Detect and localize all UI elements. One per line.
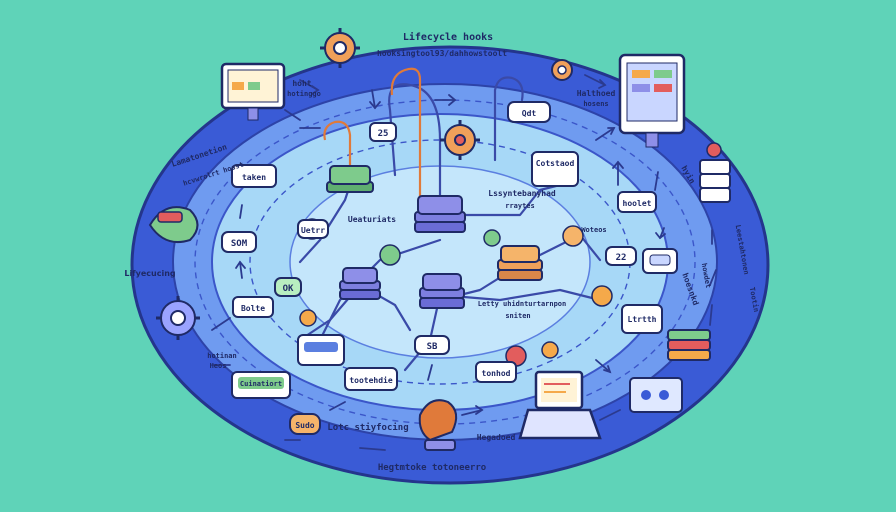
monitor-icon [220,62,286,121]
conn-5 [438,183,562,217]
conn-2 [390,67,422,210]
dot [591,285,613,307]
token-card: Cuinatiort [231,371,291,399]
token-card: SB [414,335,450,355]
center-sub-label-2: rraytes [505,202,535,210]
right-top-label: Halthoed [577,89,616,98]
bottom-main-label: Hegtmtoke totoneerro [378,463,486,473]
token-card: Ltrtth [621,304,663,334]
token-text: SOM [231,239,248,249]
conn-4 [323,120,352,170]
dot [483,229,501,247]
token-card: Bolte [232,296,274,318]
token-text: SB [427,342,438,352]
token-text: Sudo [295,421,314,430]
token-card: 25 [369,122,397,142]
upper-left-label-2: hotinggo [287,90,321,98]
token-text: taken [242,173,266,182]
gear-icon [551,59,573,81]
laptop-icon [518,370,602,440]
lifecycle-label: Lifyecucing [124,269,176,278]
node-top-green [326,165,374,193]
token-card: Uetrr [297,219,329,239]
token-text: tonhod [482,369,511,378]
left-low-label-2: Heos [210,362,227,370]
token-text: Cuinatiort [240,380,282,388]
bottom-right-label: Hegadoed [477,433,516,442]
token-card: Cotstaod [531,151,579,187]
token-card: Sudo [289,413,321,435]
conn-3 [493,76,524,162]
gear-icon [440,120,480,160]
token-text: hoolet [623,199,652,208]
node-center-low [419,273,465,309]
token-card: 22 [605,246,637,266]
gear-icon [320,28,360,68]
arrow-set [211,74,717,451]
token-card: taken [231,164,277,188]
token-text: Ltrtth [628,315,657,324]
dot [379,244,401,266]
central-node [414,195,466,233]
token-card: tonhod [475,361,517,383]
conn-1 [388,83,442,212]
dot [562,225,584,247]
server-stack-icon [699,142,731,203]
token-card [297,334,345,366]
title-label: Lifecycle hooks [403,31,493,43]
conn-7 [438,288,602,302]
token-text: Bolte [241,304,265,313]
token-card: hoolet [617,191,657,213]
upper-left-label: hoht [292,79,311,88]
left-mid-label: Woteos [581,226,606,234]
token-text: 22 [616,253,627,263]
center-sub-label: Lssyntebanyhad [488,189,556,198]
center-low-label-2: sniten [505,312,530,320]
token-text: Cotstaod [536,159,575,168]
token-card: Qdt [507,101,551,123]
center-top-label: Ueaturiats [348,214,396,224]
node-right [497,245,543,281]
gear-icon [156,296,200,340]
right-top-label-2: hosens [583,100,608,108]
center-low-label: Letty uhidnturtarnpon [478,300,567,308]
token-text: tootehdie [349,375,393,385]
subtitle-label: hooksingtool93/dahhowstoolt [377,48,507,58]
node-left [339,267,381,300]
token-card [642,248,678,274]
layered-stack-icon [667,329,711,361]
token-card: SOM [221,231,257,253]
token-card: tootehdie [344,367,398,391]
palette-icon [148,206,199,244]
bottom-center-label: Lotc stiyfocing [327,422,408,433]
monitor-icon [618,53,686,148]
puzzle-card-icon [629,377,683,413]
token-text: OK [283,284,294,294]
dot [541,341,559,359]
dot [299,309,317,327]
hand-icon [418,399,458,451]
token-text: Uetrr [301,226,325,235]
token-card: OK [274,277,302,297]
left-low-label: hotinan [207,352,237,360]
token-text: Qdt [522,109,537,118]
token-text: 25 [378,129,389,139]
